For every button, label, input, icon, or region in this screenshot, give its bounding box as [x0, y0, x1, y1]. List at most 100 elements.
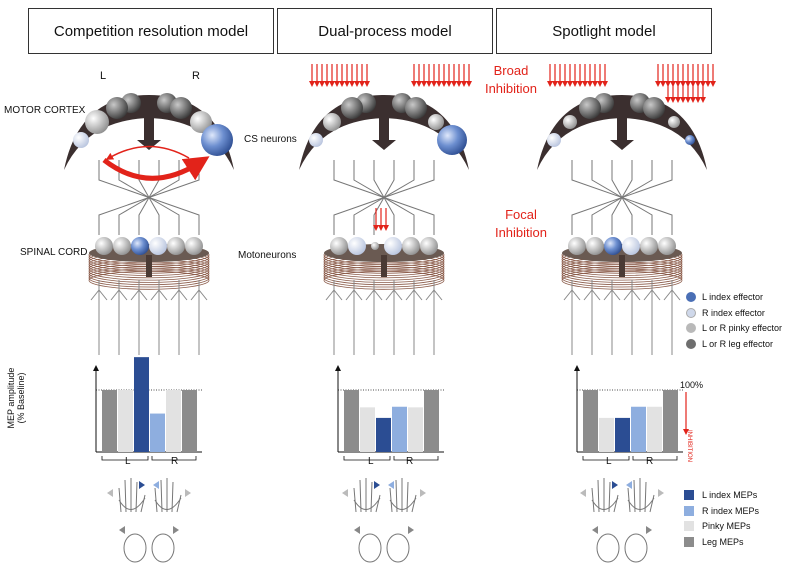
motoneuron-sphere: [658, 237, 676, 255]
panel-diagram-2: [299, 93, 469, 355]
pinky-arrow-icon: [658, 489, 664, 497]
spinal-canal: [381, 255, 387, 277]
foot-outline-icon: [358, 533, 382, 563]
cs-neuron-sphere: [668, 116, 680, 128]
motoneuron-sphere: [371, 242, 379, 250]
motoneuron-sphere: [420, 237, 438, 255]
motoneuron-sphere: [622, 237, 640, 255]
label-motor-cortex: MOTOR CORTEX: [4, 105, 86, 116]
nerve-branch: [170, 289, 188, 301]
mep-bar: [631, 406, 646, 452]
hands-feet-2: [342, 478, 426, 563]
motoneuron-sphere: [586, 237, 604, 255]
foot-outline-icon: [596, 533, 620, 563]
mep-legend-label: R index MEPs: [702, 506, 760, 516]
competition-arrow-thin: [105, 145, 190, 160]
effector-legend-label: R index effector: [702, 308, 765, 318]
pinky-arrow-icon: [342, 489, 348, 497]
mep-bar: [360, 407, 375, 452]
motoneuron-sphere: [131, 237, 149, 255]
mep-legend-l-index: L index MEPs: [684, 490, 757, 500]
leg-arrow-icon: [354, 526, 360, 534]
effector-legend-r-index: R index effector: [686, 308, 765, 318]
mep-bar: [392, 406, 407, 452]
motoneuron-sphere: [348, 237, 366, 255]
cs-neuron-sphere: [323, 113, 341, 131]
cs-neuron-sphere: [106, 97, 128, 119]
label-broad-inhibition: Broad Inhibition: [484, 63, 538, 96]
pinky-effector-icon: [686, 323, 696, 333]
motoneuron-sphere: [640, 237, 658, 255]
panel-diagram-1: [64, 93, 234, 355]
cs-neuron-sphere: [643, 97, 665, 119]
effector-legend-pinky: L or R pinky effector: [686, 323, 782, 333]
mep-bar: [150, 413, 165, 452]
hand-palm-icon: [118, 497, 146, 510]
mep-legend-r-index: R index MEPs: [684, 506, 759, 516]
nerve-branch: [563, 289, 581, 301]
r-index-arrow-icon: [388, 481, 394, 489]
cs-neuron-sphere: [85, 110, 109, 134]
nerve-branch: [110, 289, 128, 301]
nerve-branch: [405, 289, 423, 301]
cortex-arc: [537, 95, 707, 170]
motoneuron-sphere: [384, 237, 402, 255]
bar-group-l-3: L: [606, 456, 612, 467]
pinky-swatch-icon: [684, 521, 694, 531]
nerve-branch: [345, 289, 363, 301]
nerve-branch: [365, 289, 383, 301]
label-hundred-percent: 100%: [680, 380, 704, 390]
mep-bar: [166, 390, 181, 452]
pinky-arrow-icon: [107, 489, 113, 497]
nerve-branch: [150, 289, 168, 301]
bar-group-l-2: L: [368, 456, 374, 467]
corticospinal-axon: [571, 160, 673, 235]
motoneuron-sphere: [185, 237, 203, 255]
label-left: L: [100, 70, 107, 82]
panel-title-spotlight: Spotlight model: [496, 8, 712, 54]
mep-bar: [615, 417, 630, 452]
nerve-branch: [385, 289, 403, 301]
motoneuron-sphere: [568, 237, 586, 255]
nerve-branch: [90, 289, 108, 301]
nerve-branch: [663, 289, 681, 301]
r-index-arrow-icon: [153, 481, 159, 489]
foot-outline-icon: [151, 533, 175, 563]
cs-neuron-sphere: [170, 97, 192, 119]
bracket-left: [343, 456, 391, 461]
effector-legend-leg: L or R leg effector: [686, 339, 773, 349]
bracket-right: [151, 456, 197, 461]
mep-bar: [182, 390, 197, 452]
effector-legend-label: L or R pinky effector: [702, 323, 783, 333]
r-index-arrow-icon: [626, 481, 632, 489]
r-index-effector-icon: [686, 308, 696, 318]
hand-palm-icon: [389, 497, 417, 510]
nerve-branch: [583, 289, 601, 301]
mep-legend-pinky: Pinky MEPs: [684, 521, 751, 531]
nerve-branch: [643, 289, 661, 301]
label-motoneurons: Motoneurons: [238, 250, 297, 261]
mep-bar: [344, 390, 359, 452]
mep-bar: [647, 406, 662, 452]
foot-outline-icon: [624, 533, 648, 563]
motoneuron-sphere: [330, 237, 348, 255]
hand-outline-icon: [389, 478, 417, 513]
hand-outline-icon: [591, 478, 619, 513]
cs-neuron-sphere: [190, 111, 212, 133]
effector-legend-label: L or R leg effector: [702, 339, 774, 349]
nerve-branch: [425, 289, 443, 301]
mep-bar: [424, 390, 439, 452]
mep-bar-chart-3: [574, 365, 683, 461]
bracket-left: [582, 456, 630, 461]
mep-bar: [134, 357, 149, 452]
hands-feet-1: [107, 478, 191, 563]
bracket-right: [393, 456, 439, 461]
cs-neuron-sphere: [309, 133, 323, 147]
label-spinal-cord: SPINAL CORD: [20, 247, 88, 258]
label-right: R: [192, 70, 200, 82]
cs-neuron-sphere: [73, 132, 89, 148]
leg-arrow-icon: [408, 526, 414, 534]
nerve-branch: [325, 289, 343, 301]
leg-arrow-icon: [173, 526, 179, 534]
